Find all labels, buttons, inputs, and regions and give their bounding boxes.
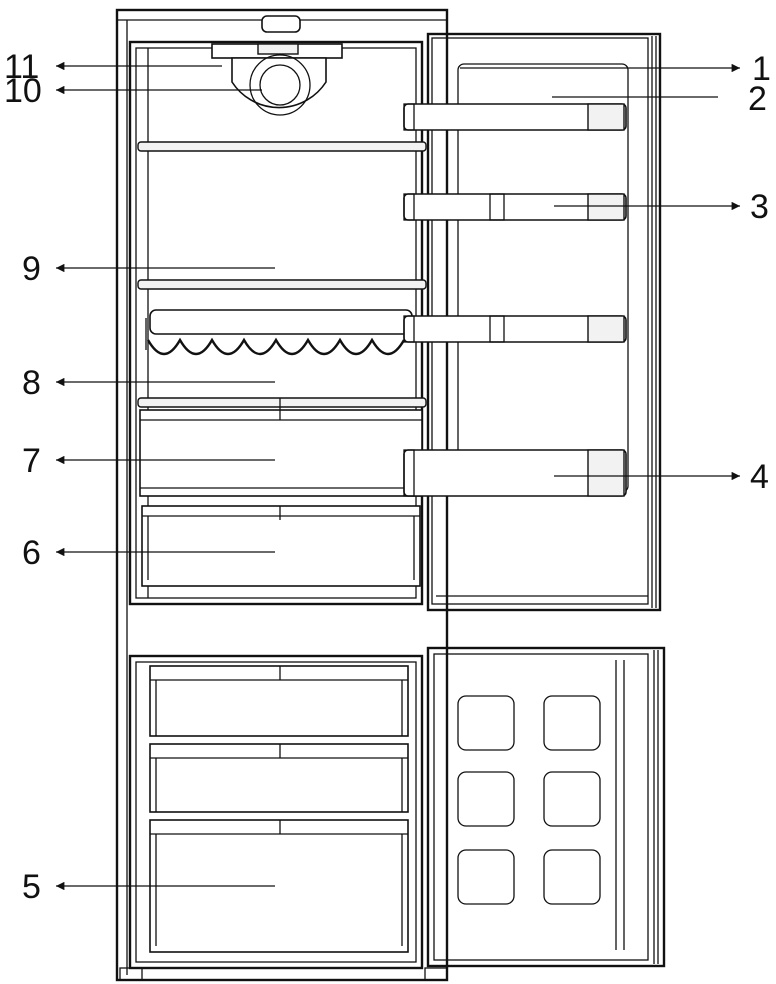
door-rack-3 — [403, 315, 627, 343]
callout-9: 9 — [22, 250, 275, 288]
top-handle — [261, 15, 301, 33]
crisper-drawer-upper — [139, 409, 423, 497]
light-fan-unit — [211, 43, 343, 116]
freezer-compartment — [128, 654, 424, 970]
callout-label-11: 11 — [4, 48, 39, 86]
callout-label-7: 7 — [22, 442, 41, 480]
callout-label-6: 6 — [22, 534, 41, 572]
fan-outer-ring — [249, 54, 311, 116]
glass-shelf-middle — [137, 279, 427, 290]
freezer-drawer-top — [149, 665, 409, 737]
callout-label-8: 8 — [22, 364, 41, 402]
callout-label-2: 2 — [748, 80, 767, 118]
callout-7: 7 — [22, 442, 275, 480]
callout-label-5: 5 — [22, 868, 41, 906]
callout-label-10: 10 — [4, 72, 42, 110]
callout-label-9: 9 — [22, 250, 41, 288]
callout-label-3: 3 — [750, 188, 769, 226]
callout-11: 11 — [4, 48, 222, 86]
fan-inner-ring — [259, 64, 301, 106]
callout-1: 1 — [460, 50, 771, 88]
callout-8: 8 — [22, 364, 275, 402]
freezer-drawer-middle — [149, 743, 409, 813]
crisper-drawer-lower — [141, 505, 421, 587]
freezer-door — [426, 646, 666, 968]
wine-rack — [145, 309, 413, 356]
foot-left — [119, 967, 143, 981]
ice-tray-pockets — [457, 695, 601, 905]
callout-label-4: 4 — [750, 458, 769, 496]
callout-10: 10 — [4, 72, 262, 110]
foot-right — [424, 967, 448, 981]
callout-6: 6 — [22, 534, 275, 572]
glass-shelf-crisper-cover — [137, 397, 427, 420]
door-rack-1 — [403, 103, 627, 131]
callout-5: 5 — [22, 868, 275, 906]
door-rack-2 — [403, 193, 627, 221]
callout-label-1: 1 — [752, 50, 771, 88]
glass-shelf-top — [137, 141, 427, 152]
callout-2: 2 — [552, 80, 767, 118]
door-rack-bottle — [403, 449, 627, 497]
callout-3: 3 — [554, 188, 769, 226]
callout-4: 4 — [554, 458, 769, 496]
